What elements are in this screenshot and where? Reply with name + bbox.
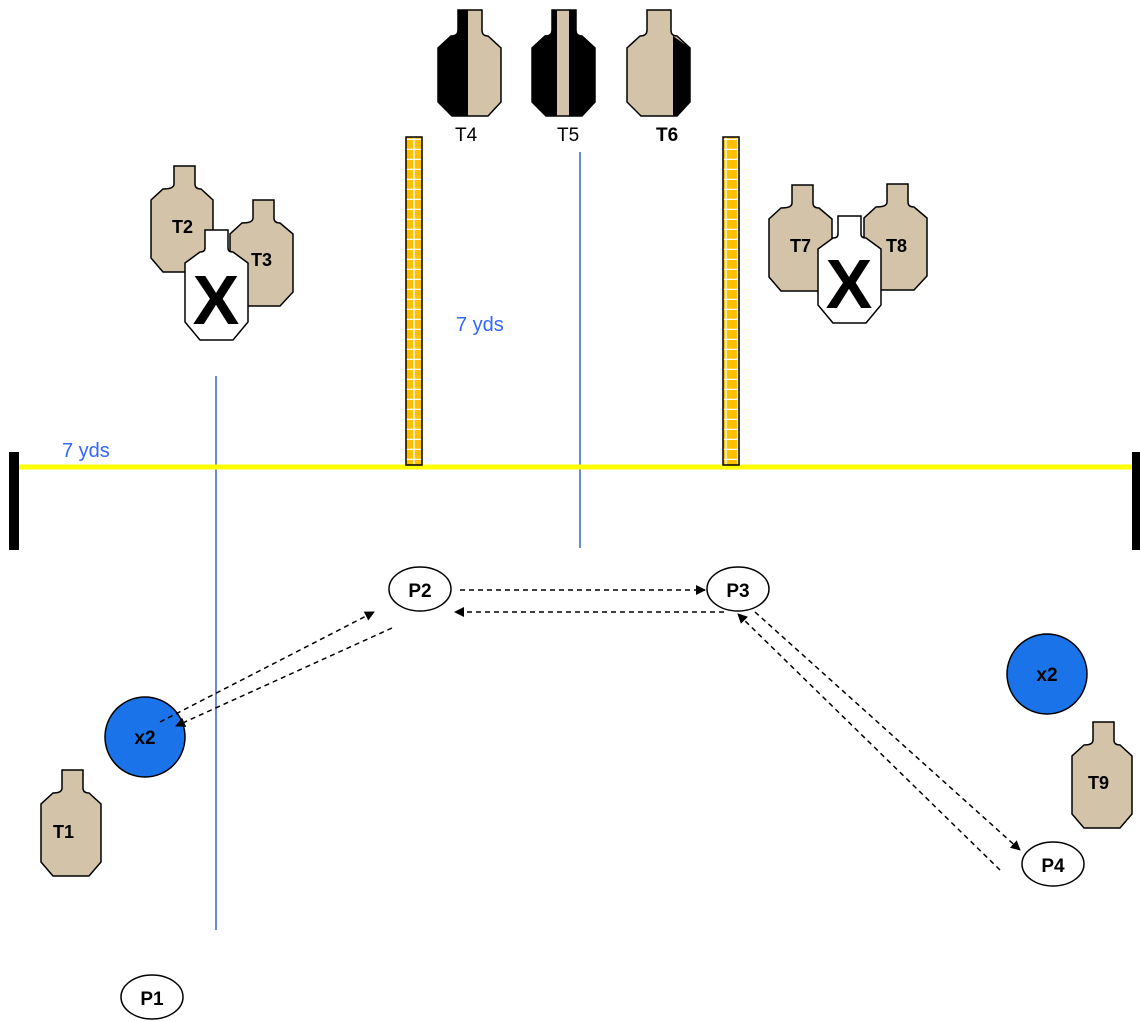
position-p4: P4 [1021,841,1085,887]
wall-left [405,136,423,466]
steel-left: x2 [104,696,186,778]
right-end-post [1132,452,1140,550]
target-t7: T7 [768,184,833,292]
arrow-p1-to-p2 [159,611,375,723]
no-shoot-target-right: X [817,215,882,324]
wall-right [722,136,740,466]
steel-left-label: x2 [134,728,155,749]
target-t1: T1 [40,769,102,877]
target-label-t9: T9 [1088,773,1109,793]
movement-arrows [159,585,1021,871]
target-label-t1: T1 [53,822,74,842]
target-t6: T6 [626,9,691,146]
position-p1-label: P1 [140,989,164,1010]
no-shoot-mark-right: X [826,245,873,323]
target-label-t3: T3 [251,250,272,270]
no-shoot-mark-left: X [193,261,240,339]
position-p1: P1 [120,974,184,1020]
position-p3-label: P3 [726,581,749,602]
target-label-t7: T7 [790,236,811,256]
distance-label-center: 7 yds [456,314,504,336]
distance-label-left: 7 yds [62,440,110,462]
left-end-post [9,452,19,550]
target-label-t4: T4 [455,125,478,146]
target-label-t5: T5 [557,125,579,146]
steel-right-label: x2 [1036,665,1057,686]
arrow-p3-to-p4 [754,611,1021,851]
target-t5: T5 [531,9,596,146]
target-label-t2: T2 [172,217,193,237]
target-t9: T9 [1071,721,1133,829]
position-p2: P2 [388,566,452,612]
arrow-p2-to-p1 [175,627,393,727]
target-t4: T4 [437,9,502,146]
no-shoot-target-left: X [184,229,249,341]
position-p3: P3 [706,566,770,612]
steel-right: x2 [1006,633,1088,715]
position-p4-label: P4 [1041,856,1065,877]
position-p2-label: P2 [408,581,431,602]
arrow-p4-to-p3 [737,613,1001,871]
target-label-t8: T8 [886,236,907,256]
target-label-t6: T6 [656,125,678,146]
